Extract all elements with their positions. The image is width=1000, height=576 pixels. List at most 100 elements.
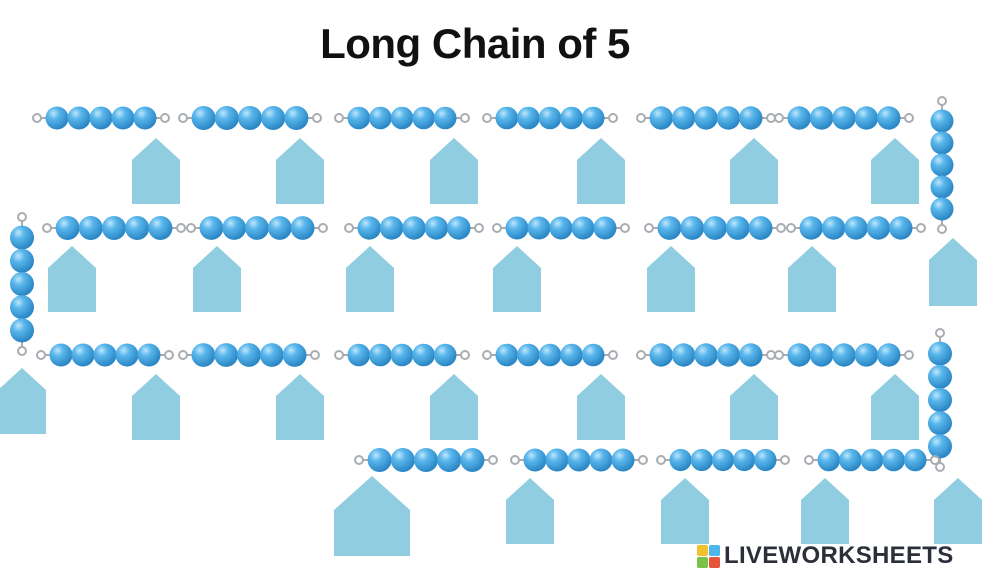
bead [711, 448, 735, 472]
bar-loop [488, 455, 498, 465]
bar-loop [344, 223, 354, 233]
answer-box[interactable] [430, 374, 478, 440]
bead [560, 343, 583, 367]
answer-box[interactable] [193, 246, 241, 312]
liveworksheets-logo-icon [697, 544, 720, 568]
bar-loop [636, 350, 646, 360]
bead [148, 216, 173, 240]
bead [928, 434, 952, 459]
bar-loop [510, 455, 520, 465]
bead [369, 343, 392, 367]
bar-loop [178, 113, 188, 123]
bead [839, 448, 862, 472]
answer-box[interactable] [276, 374, 324, 440]
bead [928, 364, 952, 389]
bead [930, 109, 954, 133]
bar-loop [935, 462, 945, 472]
bead [10, 295, 34, 320]
answer-box[interactable] [801, 478, 849, 544]
bead [517, 106, 540, 130]
bead [71, 343, 95, 367]
bead [505, 216, 529, 240]
answer-box[interactable] [577, 138, 625, 204]
bead-bar [774, 106, 914, 130]
bead [433, 343, 457, 367]
bar-loop [644, 223, 654, 233]
bead-bar [510, 448, 648, 472]
bead [259, 343, 284, 367]
bead [832, 343, 856, 367]
answer-box[interactable] [506, 478, 554, 544]
answer-box[interactable] [730, 374, 778, 440]
bead [877, 343, 901, 367]
bead [347, 106, 371, 130]
answer-box[interactable] [788, 246, 836, 312]
answer-box[interactable] [0, 368, 46, 434]
bead [222, 216, 247, 240]
bead [649, 343, 673, 367]
bead [10, 318, 34, 343]
answer-box[interactable] [276, 138, 324, 204]
bead [282, 343, 307, 367]
bead [787, 106, 811, 130]
bead [78, 216, 103, 240]
answer-box[interactable] [647, 246, 695, 312]
bead [866, 216, 891, 240]
answer-box[interactable] [132, 374, 180, 440]
answer-box[interactable] [730, 138, 778, 204]
answer-box[interactable] [661, 478, 709, 544]
bead [433, 106, 457, 130]
bead-bar [644, 216, 786, 240]
bar-loop [904, 350, 914, 360]
answer-box[interactable] [132, 138, 180, 204]
answer-box[interactable] [493, 246, 541, 312]
answer-box[interactable] [577, 374, 625, 440]
answer-box[interactable] [934, 478, 982, 544]
bead [527, 216, 551, 240]
bead [671, 343, 696, 367]
logo-tile [697, 544, 708, 556]
bead [581, 343, 605, 367]
bead [669, 448, 692, 472]
answer-box[interactable] [871, 138, 919, 204]
bead-bar [178, 106, 322, 130]
answer-box[interactable] [871, 374, 919, 440]
bead [560, 106, 583, 130]
bead-bar [482, 106, 618, 130]
bead [657, 216, 682, 240]
bar-loop [176, 223, 186, 233]
bead [854, 343, 879, 367]
bead [133, 106, 157, 130]
bead [402, 216, 426, 240]
bar-loop [608, 113, 618, 123]
bead-bar [656, 448, 790, 472]
bead [379, 216, 404, 240]
bead [238, 106, 262, 130]
bead [593, 216, 617, 240]
bead [115, 343, 139, 367]
bead [930, 197, 954, 221]
bead [237, 343, 261, 367]
bead [680, 216, 705, 240]
bead [694, 106, 718, 130]
answer-box[interactable] [929, 238, 977, 306]
bead-bar [344, 216, 484, 240]
answer-box[interactable] [48, 246, 96, 312]
answer-box[interactable] [334, 476, 410, 556]
bar-loop [935, 328, 945, 338]
answer-box[interactable] [346, 246, 394, 312]
bar-loop [160, 113, 170, 123]
bead [928, 411, 952, 436]
bead [809, 343, 834, 367]
bead-bar [636, 106, 776, 130]
bead [877, 106, 901, 130]
bead [733, 448, 756, 472]
bead [267, 216, 292, 240]
answer-box[interactable] [430, 138, 478, 204]
bead-bar [334, 106, 470, 130]
bead [460, 448, 485, 472]
bead [437, 448, 462, 472]
bar-loop [492, 223, 502, 233]
bar-loop [482, 113, 492, 123]
bar-loop [32, 113, 42, 123]
